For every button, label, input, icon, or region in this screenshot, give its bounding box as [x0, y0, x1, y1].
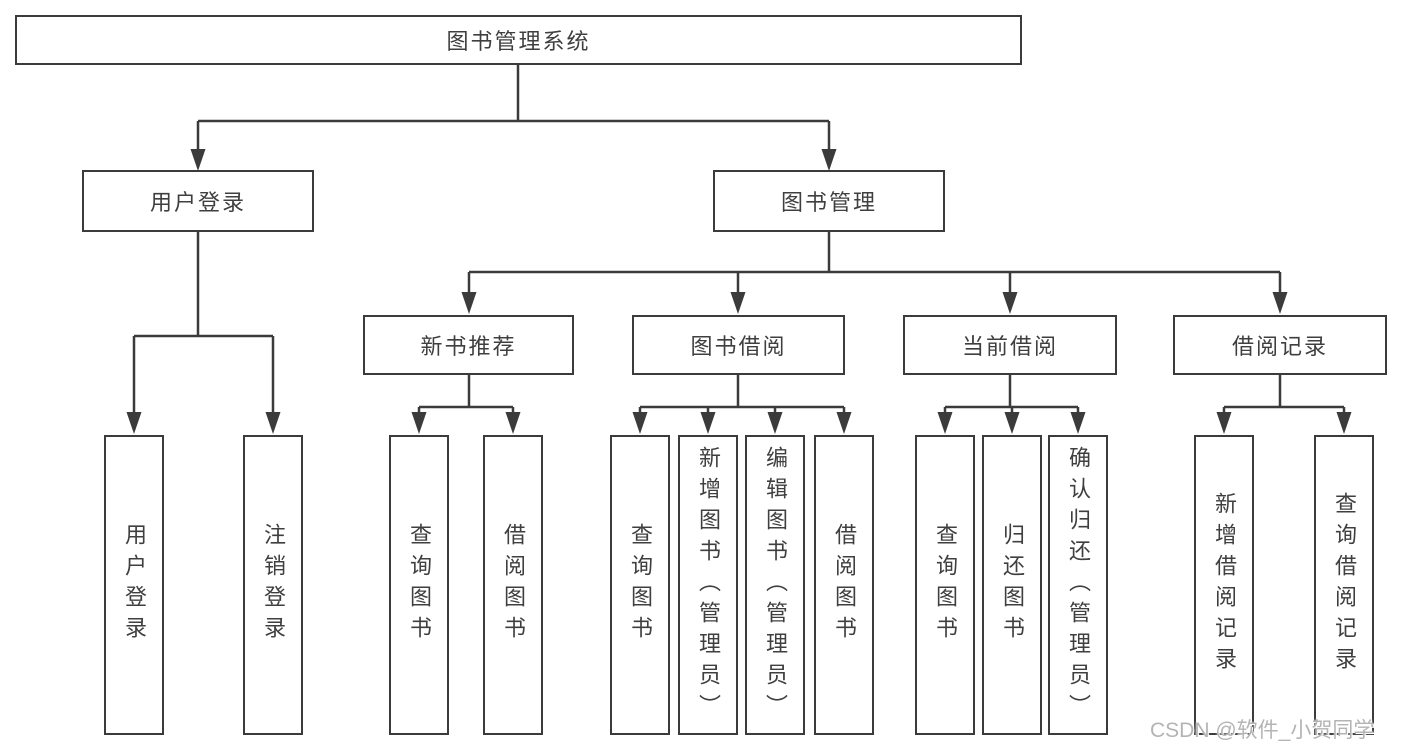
leaf-borrow-books: 借阅图书 [483, 435, 543, 735]
leaf-label: 查询借阅记录 [1332, 492, 1357, 678]
node-book-management: 图书管理 [713, 170, 945, 232]
leaf-query-borrow-record: 查询借阅记录 [1314, 435, 1374, 735]
leaf-borrow-books: 借阅图书 [814, 435, 874, 735]
csdn-watermark: CSDN @软件_小贺同学 [1150, 719, 1375, 742]
node-label: 图书管理 [780, 190, 877, 215]
leaf-logout: 注销登录 [243, 435, 303, 735]
leaf-label: 借阅图书 [501, 523, 526, 647]
node-label: 图书管理系统 [446, 29, 591, 54]
node-label: 图书借阅 [690, 334, 787, 359]
leaf-label: 新增借阅记录 [1212, 492, 1237, 678]
leaf-label: 确认归还（管理员） [1066, 445, 1091, 725]
node-label: 当前借阅 [961, 334, 1058, 359]
node-borrowing-records: 借阅记录 [1173, 315, 1387, 375]
leaf-label: 借阅图书 [832, 523, 857, 647]
node-user-login: 用户登录 [82, 170, 314, 232]
node-label: 借阅记录 [1231, 334, 1328, 359]
leaf-label: 用户登录 [122, 523, 147, 647]
leaf-label: 新增图书（管理员） [696, 445, 721, 725]
leaf-label: 归还图书 [1000, 523, 1025, 647]
node-current-borrowing: 当前借阅 [903, 315, 1117, 375]
node-library-management-system: 图书管理系统 [15, 15, 1022, 65]
leaf-label: 注销登录 [261, 523, 286, 647]
node-book-borrowing: 图书借阅 [632, 315, 845, 375]
leaf-query-books: 查询图书 [915, 435, 975, 735]
node-label: 用户登录 [149, 190, 246, 215]
node-label: 新书推荐 [420, 334, 517, 359]
leaf-return-books: 归还图书 [982, 435, 1042, 735]
leaf-confirm-return-admin: 确认归还（管理员） [1048, 435, 1108, 735]
leaf-label: 查询图书 [407, 523, 432, 647]
leaf-label: 编辑图书（管理员） [763, 445, 788, 725]
leaf-label: 查询图书 [628, 523, 653, 647]
node-new-book-recommendation: 新书推荐 [363, 315, 574, 375]
leaf-add-books-admin: 新增图书（管理员） [678, 435, 738, 735]
leaf-label: 查询图书 [933, 523, 958, 647]
leaf-query-books: 查询图书 [610, 435, 670, 735]
leaf-query-books: 查询图书 [389, 435, 449, 735]
leaf-edit-books-admin: 编辑图书（管理员） [745, 435, 805, 735]
leaf-user-login: 用户登录 [104, 435, 164, 735]
leaf-add-borrow-record: 新增借阅记录 [1194, 435, 1254, 735]
